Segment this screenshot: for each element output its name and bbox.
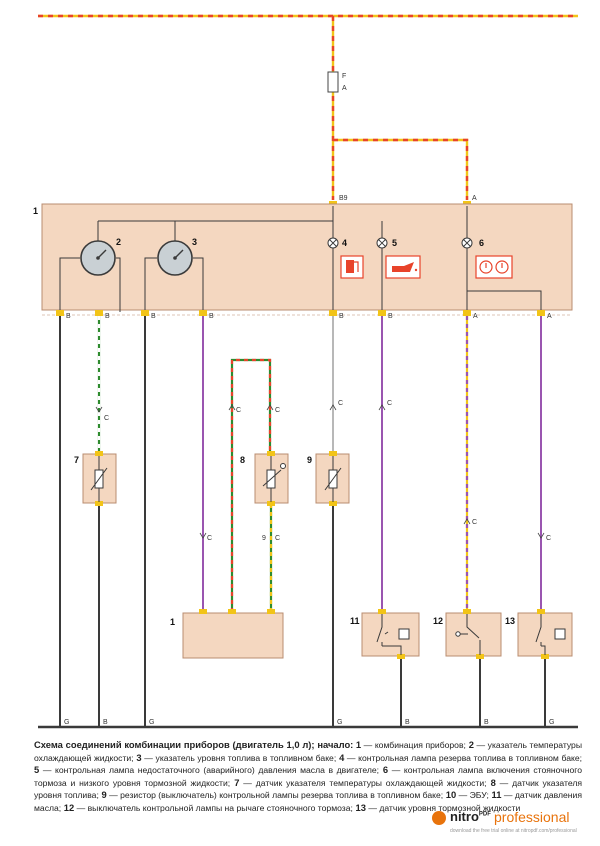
- sensor-8: 8: [240, 451, 289, 506]
- caption-item: 9 — резистор (выключатель) контрольной л…: [98, 789, 444, 801]
- caption-item: 6 — контрольная лампа включения стояночн…: [34, 764, 582, 788]
- wire-code-g: G: [149, 719, 154, 726]
- tagline: download the free trial online at nitrop…: [450, 828, 577, 834]
- caption-item: 5 — контрольная лампа недостаточного (ав…: [34, 764, 380, 776]
- switch-11-label: 11: [350, 616, 360, 626]
- wire-code-c: C: [546, 535, 551, 542]
- caption-item: 7 — датчик указателя температуры охлажда…: [230, 776, 487, 788]
- wire-code-g: G: [64, 719, 69, 726]
- wire-code-b: B: [405, 719, 410, 726]
- caption-item: 3 — указатель уровня топлива в топливном…: [133, 751, 337, 763]
- pin-label: B: [151, 313, 156, 320]
- cluster-internal-wiring: [59, 206, 542, 312]
- sensor-7: 7: [74, 451, 117, 506]
- switch-12: 12: [433, 609, 502, 659]
- nitro-logo-icon: [432, 811, 446, 825]
- fuel-gauge-wire: [199, 316, 207, 612]
- pin-label: B: [105, 313, 110, 320]
- switch-12-label: 12: [433, 616, 443, 626]
- feed-wire: [331, 16, 469, 200]
- cluster-label: 1: [33, 206, 38, 216]
- switch-13: 13: [505, 609, 573, 659]
- switch-13-label: 13: [505, 616, 515, 626]
- caption-item: 2 — указатель температуры охлаждающей жи…: [34, 739, 583, 763]
- lamp-6: 6: [461, 237, 513, 279]
- lamp-5: 5: [376, 237, 421, 279]
- product-name: professional: [494, 809, 570, 825]
- lamp-5-label: 5: [392, 238, 397, 248]
- wire-code-c: C: [236, 407, 241, 414]
- temp-sender-wire: [95, 316, 103, 726]
- brake-warning-icon: [475, 255, 513, 279]
- pin-label: B: [388, 313, 393, 320]
- pin-a-top-label: A: [472, 195, 477, 202]
- caption-item: 4 — контрольная лампа резерва топлива в …: [336, 751, 582, 763]
- ecu-box: 1: [170, 609, 284, 659]
- figure-caption: Схема соединений комбинации приборов (дв…: [34, 739, 582, 815]
- bottom-connector-row: B B B B B B A A: [42, 310, 572, 320]
- sensor-7-label: 7: [74, 455, 79, 465]
- pin-label: A: [473, 313, 478, 320]
- oil-pressure-wire: [378, 316, 402, 726]
- wiring-diagram: F A B9 A 1 2 3 4: [33, 14, 578, 729]
- fuel-gauge: 3: [157, 237, 197, 276]
- caption-title: Схема соединений комбинации приборов (дв…: [34, 739, 354, 750]
- caption-item: 10 — ЭБУ;: [443, 789, 489, 801]
- pin-label: B: [66, 313, 71, 320]
- fuse: F A: [327, 71, 347, 93]
- wire-code-nine: 9: [262, 535, 266, 542]
- switch-11: 11: [350, 609, 420, 659]
- brand-name: nitroPDF: [450, 809, 491, 824]
- temp-gauge: 2: [80, 237, 121, 276]
- fuel-reserve-wire: [329, 316, 337, 726]
- brake-fluid-wire: [537, 316, 546, 726]
- sensor-8-label: 8: [240, 455, 245, 465]
- pin-label: B: [209, 313, 214, 320]
- fuel-sender-loop: [228, 358, 274, 612]
- caption-item: 12 — выключатель контрольной лампы на ры…: [61, 801, 353, 813]
- wire-code-g: G: [549, 719, 554, 726]
- lamp-4-label: 4: [342, 238, 347, 248]
- caption-item: 11 — датчик давления масла;: [34, 789, 582, 813]
- lamp-6-label: 6: [479, 238, 484, 248]
- wire-code-c: C: [275, 535, 280, 542]
- sensor-9: 9: [307, 451, 350, 506]
- gauge-2-label: 2: [116, 237, 121, 247]
- wire-code-b: B: [484, 719, 489, 726]
- wire-code-c: C: [472, 519, 477, 526]
- wire-code-c: C: [104, 415, 109, 422]
- wire-code-g: G: [337, 719, 342, 726]
- watermark: nitroPDF professional download the free …: [432, 807, 592, 841]
- gauge-3-label: 3: [192, 237, 197, 247]
- fuse-wire-label: A: [342, 85, 347, 92]
- wire-code-c: C: [387, 400, 392, 407]
- top-pin-label: B9: [339, 195, 348, 202]
- wire-code-c: C: [275, 407, 280, 414]
- lamp-4: 4: [327, 237, 364, 279]
- pin-label: A: [547, 313, 552, 320]
- sensor-9-label: 9: [307, 455, 312, 465]
- caption-items: 1 — комбинация приборов; 2 — указатель т…: [34, 739, 583, 813]
- caption-item: 8 — датчик указателя уровня топлива;: [34, 776, 582, 801]
- wire-code-labels: C C C C 9 C C C C C G B G G B B G: [64, 400, 554, 726]
- fuse-label: F: [342, 73, 346, 80]
- wire-code-c: C: [207, 535, 212, 542]
- ecu-label: 1: [170, 617, 175, 627]
- pin-label: B: [339, 313, 344, 320]
- caption-item: 13 — датчик уровня тормозной жидкости: [352, 801, 521, 813]
- wire-code-b: B: [103, 719, 108, 726]
- parking-brake-wire: [463, 316, 481, 726]
- wire-code-c: C: [338, 400, 343, 407]
- caption-item: 1 — комбинация приборов;: [355, 739, 466, 750]
